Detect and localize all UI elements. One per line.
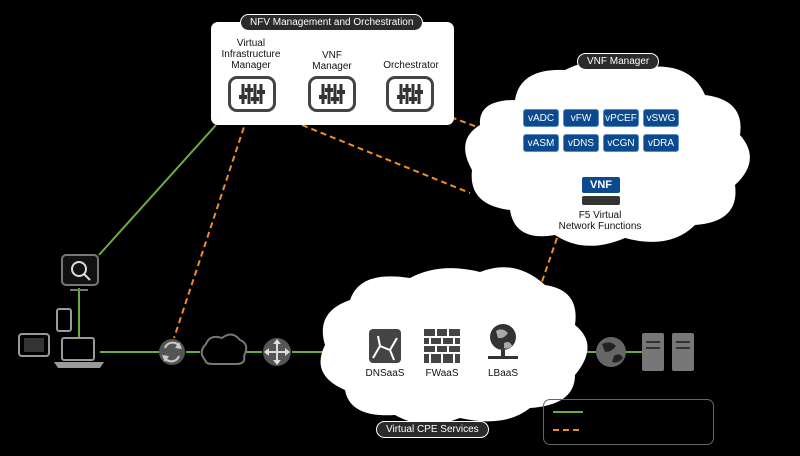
dash-vim-sync: [173, 117, 248, 339]
server-icon: [642, 333, 694, 371]
vnf-badge: VNF: [582, 177, 620, 193]
vnf-manager-title: VNF Manager: [577, 53, 660, 70]
laptop-icon: [54, 337, 104, 368]
vim-label: Virtual Infrastructure Manager: [221, 38, 281, 71]
vnfm-label: VNF Manager: [312, 50, 352, 72]
dash-orch-vnfmgr: [431, 109, 481, 129]
fwaas-label: FWaaS: [425, 368, 459, 379]
tablet-icon: [18, 333, 50, 357]
firewall-icon: [424, 329, 460, 368]
monitor-search-icon: [61, 254, 99, 291]
vnf-tile: vDRA: [643, 134, 679, 152]
dash-vnfmgr-cpe: [534, 237, 558, 303]
dash-vim-vnfmgr: [264, 109, 471, 194]
vnf-tile: vSWG: [643, 109, 679, 127]
orchestrator-label: Orchestrator: [383, 60, 439, 71]
map-icon: [368, 328, 402, 369]
phone-icon: [56, 308, 72, 332]
nfv-title: NFV Management and Orchestration: [240, 14, 424, 31]
vnf-appliance-icon: [582, 196, 620, 205]
sliders-icon: [228, 76, 276, 112]
router-icon: [263, 338, 291, 366]
lbaas-label: LBaaS: [487, 368, 519, 379]
cloud-outline-icon: [200, 333, 248, 365]
globe-balance-icon: [484, 323, 522, 368]
vnf-tile: vASM: [523, 134, 559, 152]
legend-box: [543, 399, 714, 445]
dnsaas-label: DNSaaS: [365, 368, 405, 379]
vnf-tile: vDNS: [563, 134, 599, 152]
globe-icon: [596, 337, 626, 367]
sliders-icon: [308, 76, 356, 112]
sync-icon: [159, 339, 185, 365]
vnf-caption: F5 Virtual Network Functions: [558, 210, 642, 232]
green-link-nfv-monitor: [98, 124, 217, 256]
vnf-tile: vPCEF: [603, 109, 639, 127]
vnf-cloud-shape: [465, 60, 750, 246]
cpe-title: Virtual CPE Services: [376, 421, 489, 438]
vnf-tile: vCGN: [603, 134, 639, 152]
green-connections: [78, 124, 642, 353]
sliders-icon: [386, 76, 434, 112]
vnf-tile: vFW: [563, 109, 599, 127]
vnf-tile: vADC: [523, 109, 559, 127]
